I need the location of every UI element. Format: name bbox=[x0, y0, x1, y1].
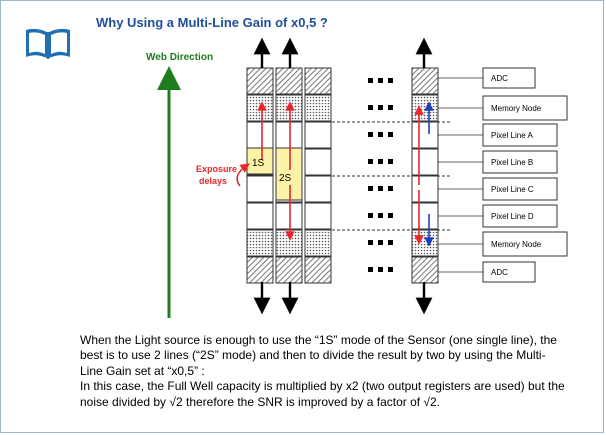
label-text-pixel-a: Pixel Line A bbox=[491, 131, 533, 140]
sensor-cell bbox=[304, 94, 332, 122]
sensor-cell bbox=[411, 94, 439, 122]
ellipsis-dot bbox=[378, 78, 383, 83]
sensor-cell bbox=[275, 256, 303, 284]
sensor-cell bbox=[411, 229, 439, 257]
sensor-cell bbox=[275, 67, 303, 95]
explanation-line-5: noise divided by √2 therefore the SNR is… bbox=[80, 394, 441, 409]
label-text-adc-bottom: ADC bbox=[491, 268, 508, 277]
ellipsis-dot bbox=[368, 213, 373, 218]
book-icon bbox=[26, 28, 70, 59]
red-arrows bbox=[236, 101, 424, 245]
mode-1s-label: 1S bbox=[252, 158, 265, 169]
slide-title: Why Using a Multi-Line Gain of x0,5 ? bbox=[96, 15, 328, 30]
sensor-cell bbox=[304, 121, 332, 149]
sensor-cell bbox=[304, 67, 332, 95]
ellipsis-dot bbox=[368, 267, 373, 272]
ellipsis-dot bbox=[388, 159, 393, 164]
label-text-memory-bottom: Memory Node bbox=[491, 240, 542, 249]
ellipsis-dot bbox=[378, 186, 383, 191]
ellipsis-dot bbox=[378, 132, 383, 137]
explanation-line-2: best is to use 2 lines (“2S” mode) and t… bbox=[80, 348, 546, 363]
web-direction-label: Web Direction bbox=[146, 52, 213, 63]
label-text-memory-top: Memory Node bbox=[491, 104, 542, 113]
label-box-memory-top bbox=[482, 95, 568, 121]
readout-arrows bbox=[253, 37, 433, 315]
sensor-cell bbox=[246, 94, 274, 122]
ellipsis-dot bbox=[388, 78, 393, 83]
sensor-cell bbox=[411, 121, 439, 149]
sensor-cell bbox=[246, 202, 274, 230]
explanation-line-1: When the Light source is enough to use t… bbox=[80, 333, 557, 347]
ellipsis-dot bbox=[378, 213, 383, 218]
sensor-cell bbox=[246, 256, 274, 284]
sensor-cell bbox=[304, 202, 332, 230]
explanation-line-4: In this case, the Full Well capacity is … bbox=[80, 379, 565, 394]
sensor-cell bbox=[275, 94, 303, 122]
label-box-memory-bottom bbox=[482, 231, 568, 257]
ellipsis-dot bbox=[368, 132, 373, 137]
sensor-cell bbox=[246, 67, 274, 95]
sensor-cell bbox=[411, 148, 439, 176]
ellipsis-dot bbox=[368, 186, 373, 191]
sensor-cell bbox=[411, 202, 439, 230]
ellipsis-dot bbox=[378, 105, 383, 110]
exposure-label-2: delays bbox=[199, 176, 227, 186]
sensor-cell bbox=[304, 256, 332, 284]
ellipsis-dot bbox=[378, 267, 383, 272]
ellipsis-dot bbox=[388, 267, 393, 272]
ellipsis-dot bbox=[368, 240, 373, 245]
exposure-label-1: Exposure bbox=[196, 164, 237, 174]
ellipsis-dot bbox=[378, 159, 383, 164]
label-text-pixel-c: Pixel Line C bbox=[491, 185, 534, 194]
sensor-cell bbox=[304, 148, 332, 176]
sensor-cell bbox=[411, 67, 439, 95]
explanation-line-3: Line Gain set at “x0,5” : bbox=[80, 363, 205, 378]
sensor-cell bbox=[411, 256, 439, 284]
ellipsis-dot bbox=[378, 240, 383, 245]
ellipsis-dot bbox=[388, 105, 393, 110]
sensor-cell bbox=[246, 121, 274, 149]
ellipsis-dot bbox=[368, 105, 373, 110]
cell-2s bbox=[275, 147, 303, 201]
ellipsis-dot bbox=[388, 240, 393, 245]
ellipsis-dot bbox=[388, 186, 393, 191]
ellipsis-dot bbox=[388, 132, 393, 137]
label-text-pixel-b: Pixel Line B bbox=[491, 158, 533, 167]
sensor-cell bbox=[275, 121, 303, 149]
ellipsis-dot bbox=[388, 213, 393, 218]
sensor-cell bbox=[275, 202, 303, 230]
sensor-cell bbox=[246, 175, 274, 203]
explanation-text: When the Light source is enough to use t… bbox=[80, 333, 592, 410]
label-text-adc-top: ADC bbox=[491, 74, 508, 83]
ellipsis-dot bbox=[368, 78, 373, 83]
sensor-cell bbox=[304, 229, 332, 257]
sensor-cell bbox=[246, 229, 274, 257]
cell-1s bbox=[246, 147, 274, 175]
label-text-pixel-d: Pixel Line D bbox=[491, 212, 534, 221]
sensor-cell bbox=[411, 175, 439, 203]
mode-2s-label: 2S bbox=[279, 173, 292, 184]
ellipsis-dot bbox=[368, 159, 373, 164]
sensor-cell bbox=[304, 175, 332, 203]
sensor-cell bbox=[275, 229, 303, 257]
